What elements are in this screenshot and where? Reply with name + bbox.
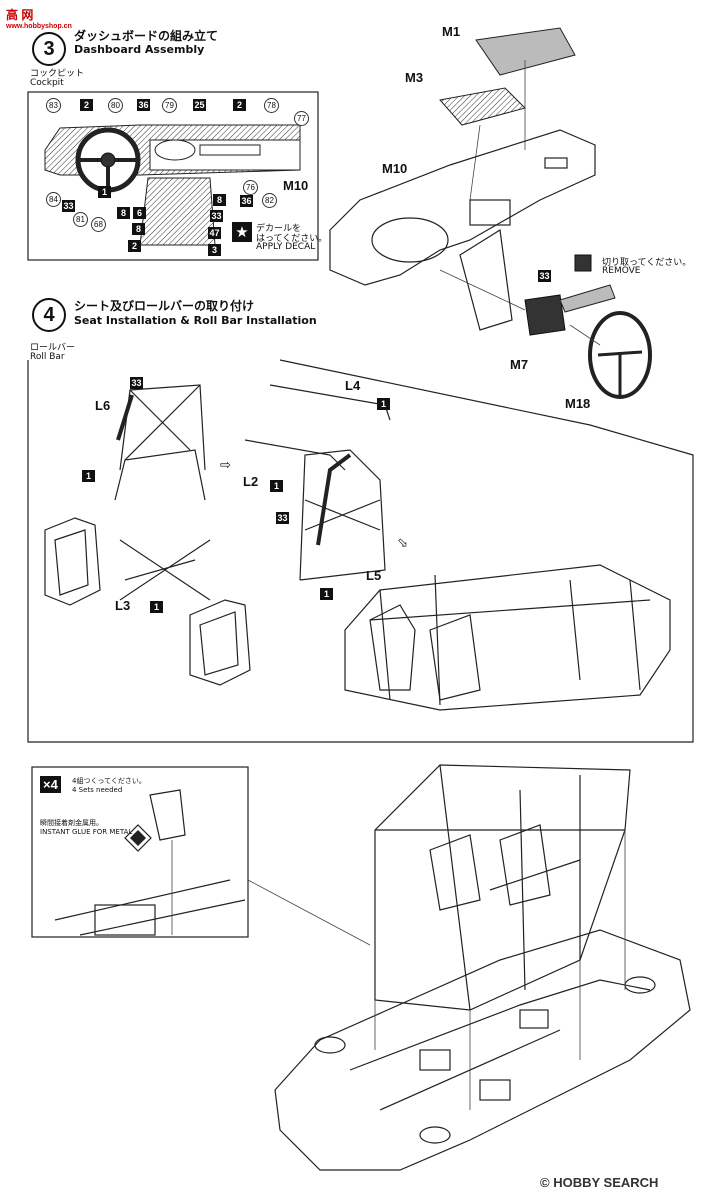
part-label-l3: L3 [115, 598, 131, 613]
part-label-m1: M1 [442, 24, 461, 39]
part-label-m18: M18 [565, 396, 591, 411]
watermark: 高 网 www.hobbyshop.cn [6, 6, 72, 30]
footer-brand: © HOBBY SEARCH [540, 1175, 658, 1190]
tag-8b: 8 [213, 194, 226, 206]
remove-note-en: REMOVE [602, 266, 641, 276]
tag-8c: 8 [132, 223, 145, 235]
cockpit-label-en: Cockpit [30, 78, 64, 88]
chassis-drawing [274, 929, 691, 1171]
part-m7-drawing [524, 294, 566, 336]
ring-33: 33 [62, 200, 75, 212]
ring-76: 76 [243, 180, 258, 195]
decal-star-icon: ★ [232, 222, 252, 242]
cockpit-inset-frame [27, 91, 319, 261]
decal-note-jp1: デカールを [256, 224, 302, 234]
rollcage-assembled-drawing [344, 564, 671, 711]
part-m1-drawing [475, 27, 576, 76]
ring-84: 84 [46, 192, 61, 207]
watermark-text: 高 网 [6, 8, 34, 22]
ring-77: 77 [294, 111, 309, 126]
seat-left-drawing [44, 517, 101, 606]
guide-lines [374, 830, 626, 1110]
rollbar-middle-drawing [244, 384, 391, 581]
tag-8: 8 [117, 207, 130, 219]
part-m10-drawing [329, 129, 596, 286]
ring-33b: 33 [210, 210, 223, 222]
ring-81: 81 [73, 212, 88, 227]
cockpit-label-jp: コックピット [30, 69, 85, 79]
part-label-l2: L2 [243, 474, 259, 489]
inset-box-bracket [31, 766, 249, 938]
decal-note-en: APPLY DECAL [256, 242, 316, 252]
seat-right-drawing [189, 599, 251, 686]
ring-79: 79 [162, 98, 177, 113]
part-label-l4: L4 [345, 378, 361, 393]
ring-47: 47 [208, 227, 221, 239]
part-label-m3: M3 [405, 70, 424, 85]
glue-note-en: INSTANT GLUE FOR METAL [40, 828, 133, 836]
watermark-url: www.hobbyshop.cn [6, 23, 72, 30]
step-3-number: 3 [32, 32, 66, 66]
step-4-title-en: Seat Installation & Roll Bar Installatio… [74, 314, 317, 327]
tag-l3-1: 1 [150, 601, 163, 613]
part-m18-drawing [588, 311, 652, 399]
tag-2c: 2 [128, 240, 141, 252]
tag-l5-33: 33 [276, 512, 289, 524]
part-label-l6: L6 [95, 398, 111, 413]
brand-text: HOBBY SEARCH [553, 1175, 659, 1190]
ring-83: 83 [46, 98, 61, 113]
sets-note-jp: 4組つくってください。 [72, 777, 146, 785]
step-4-title-jp: シート及びロールバーの取り付け [74, 299, 255, 313]
ring-80: 80 [108, 98, 123, 113]
tag-1: 1 [98, 186, 111, 198]
ring-82: 82 [262, 193, 277, 208]
chassis-rollcage-drawing [374, 764, 631, 1011]
decal-note-jp2: はってください。 [256, 234, 328, 244]
ring-33-m7: 33 [538, 270, 551, 282]
arrow-right-icon: ⇨ [220, 458, 231, 473]
tag-6: 6 [133, 207, 146, 219]
sets-note-en: 4 Sets needed [72, 786, 123, 794]
ring-68: 68 [91, 217, 106, 232]
tag-l4-1: 1 [377, 398, 390, 410]
ring-78: 78 [264, 98, 279, 113]
step-3-title-en: Dashboard Assembly [74, 43, 205, 56]
tag-l6-1: 1 [82, 470, 95, 482]
rollbar-left-drawing [114, 384, 211, 601]
seat-bracket-drawing [149, 789, 186, 841]
step-4-number: 4 [32, 298, 66, 332]
part-label-m7: M7 [510, 357, 529, 372]
part-m3-drawing [439, 87, 526, 126]
sets-badge: ×4 [40, 776, 61, 793]
step4-frame [27, 359, 694, 743]
tag-l2-1: 1 [270, 480, 283, 492]
ring-36b: 36 [240, 195, 253, 207]
tag-l5-1: 1 [320, 588, 333, 600]
part-label-l5: L5 [366, 568, 382, 583]
ring-25: 25 [193, 99, 206, 111]
copyright-mark: © [540, 1175, 550, 1190]
rollbar-label-jp: ロールバー [30, 343, 76, 353]
glue-note-jp: 瞬間接着剤金属用。 [40, 819, 103, 827]
tag-2: 2 [80, 99, 93, 111]
tag-3: 3 [208, 244, 221, 256]
step-3-title-jp: ダッシュボードの組み立て [74, 29, 219, 43]
ring-36: 36 [137, 99, 150, 111]
remove-note-jp: 切り取ってください。 [602, 258, 692, 268]
rollbar-label-en: Roll Bar [30, 352, 65, 362]
tag-2b: 2 [233, 99, 246, 111]
tag-l6-33: 33 [130, 377, 143, 389]
inset-label-m10: M10 [283, 178, 309, 193]
part-label-m10: M10 [382, 161, 408, 176]
